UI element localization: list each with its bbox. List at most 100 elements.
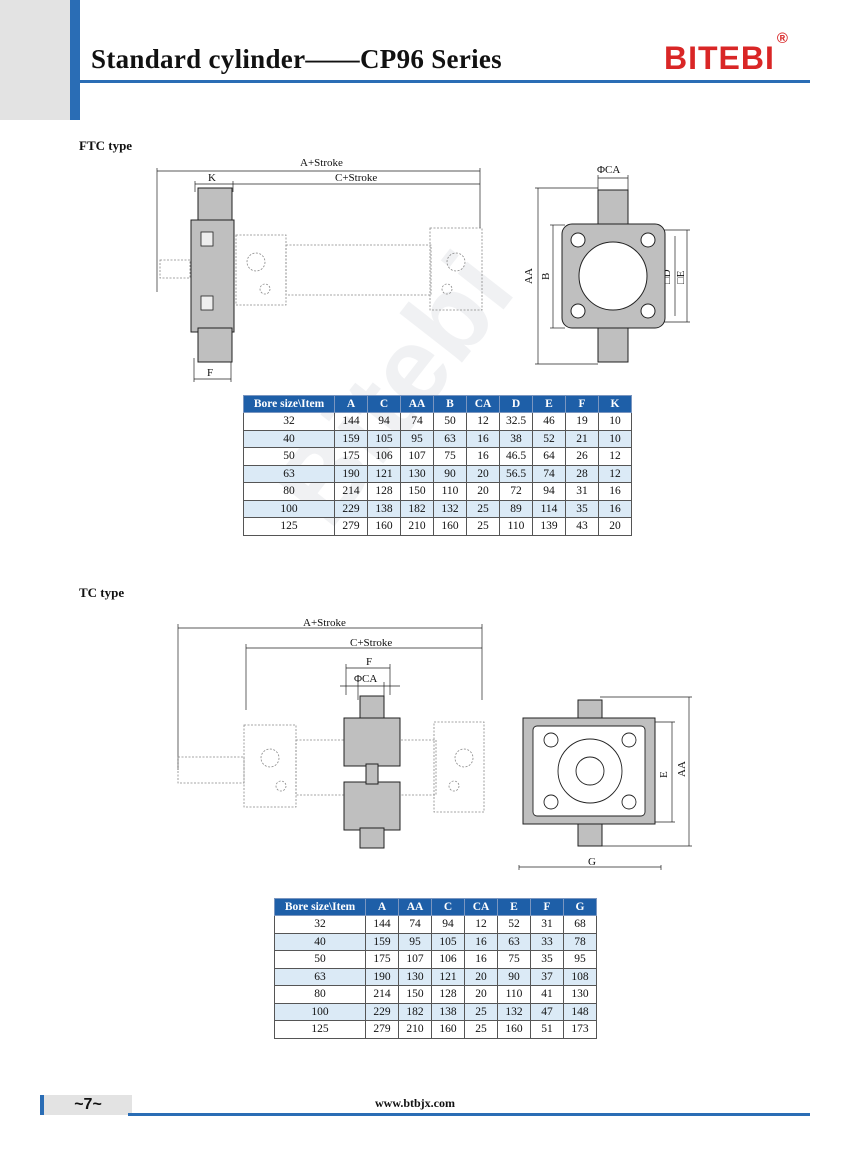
table-cell: 89 xyxy=(499,499,533,518)
table-cell: 74 xyxy=(398,915,432,934)
table-cell: 105 xyxy=(367,429,401,448)
table-cell: 25 xyxy=(464,1002,498,1021)
ftc-dim-a-stroke: A+Stroke xyxy=(300,157,343,169)
tc-col-header: AA xyxy=(398,898,432,916)
table-cell: 144 xyxy=(334,412,368,431)
tc-col-header: E xyxy=(497,898,531,916)
tc-col-header: Bore size\Item xyxy=(274,898,366,916)
table-cell: 41 xyxy=(530,985,564,1004)
table-cell: 12 xyxy=(598,447,632,466)
table-cell: 32.5 xyxy=(499,412,533,431)
tc-col-header: C xyxy=(431,898,465,916)
table-cell: 107 xyxy=(398,950,432,969)
table-cell: 16 xyxy=(464,932,498,951)
table-cell: 130 xyxy=(398,967,432,986)
ftc-col-header: D xyxy=(499,395,533,413)
table-cell: 110 xyxy=(433,482,467,501)
tc-dim-ca: ΦCA xyxy=(354,673,377,685)
table-cell: 52 xyxy=(497,915,531,934)
ftc-col-header: B xyxy=(433,395,467,413)
table-cell: 279 xyxy=(365,1020,399,1039)
ftc-side-view-drawing: A+Stroke C+Stroke K F ΦCA A xyxy=(156,157,690,382)
table-cell: 110 xyxy=(499,517,533,536)
table-cell: 25 xyxy=(464,1020,498,1039)
table-cell: 20 xyxy=(598,517,632,536)
table-cell-bore: 63 xyxy=(243,464,335,483)
table-cell: 95 xyxy=(398,932,432,951)
table-cell: 105 xyxy=(431,932,465,951)
table-cell: 20 xyxy=(464,985,498,1004)
table-cell: 33 xyxy=(530,932,564,951)
table-cell: 229 xyxy=(334,499,368,518)
table-cell: 128 xyxy=(431,985,465,1004)
ftc-dim-b: B xyxy=(540,273,552,280)
table-cell: 190 xyxy=(365,967,399,986)
table-cell: 130 xyxy=(400,464,434,483)
table-cell: 74 xyxy=(532,464,566,483)
table-cell: 12 xyxy=(598,464,632,483)
tc-col-header: G xyxy=(563,898,597,916)
table-cell: 173 xyxy=(563,1020,597,1039)
header-rule xyxy=(80,80,810,83)
table-cell: 20 xyxy=(464,967,498,986)
ftc-col-header: Bore size\Item xyxy=(243,395,335,413)
tc-dim-a-stroke: A+Stroke xyxy=(303,617,346,629)
tc-dim-g: G xyxy=(588,856,596,868)
tc-col-header: F xyxy=(530,898,564,916)
table-cell: 175 xyxy=(334,447,368,466)
table-cell: 78 xyxy=(563,932,597,951)
table-cell: 159 xyxy=(365,932,399,951)
table-cell: 121 xyxy=(431,967,465,986)
table-cell-bore: 80 xyxy=(274,985,366,1004)
table-cell: 214 xyxy=(365,985,399,1004)
table-cell: 182 xyxy=(398,1002,432,1021)
ftc-col-header: C xyxy=(367,395,401,413)
table-cell: 63 xyxy=(497,932,531,951)
table-cell: 210 xyxy=(398,1020,432,1039)
table-cell: 160 xyxy=(367,517,401,536)
table-cell-bore: 125 xyxy=(274,1020,366,1039)
table-cell: 47 xyxy=(530,1002,564,1021)
table-cell: 160 xyxy=(497,1020,531,1039)
ftc-col-header: A xyxy=(334,395,368,413)
tc-col-header: A xyxy=(365,898,399,916)
ftc-col-header: F xyxy=(565,395,599,413)
table-cell: 132 xyxy=(497,1002,531,1021)
tc-dim-aa: AA xyxy=(676,761,688,777)
ftc-dim-ca: ΦCA xyxy=(597,164,620,176)
table-cell-bore: 100 xyxy=(274,1002,366,1021)
registered-mark: ® xyxy=(776,30,788,48)
table-cell: 175 xyxy=(365,950,399,969)
table-cell: 75 xyxy=(497,950,531,969)
page-number: ~7~ xyxy=(40,1095,132,1115)
page-title: Standard cylinder——CP96 Series xyxy=(91,44,502,74)
header-accent-bar xyxy=(70,0,80,120)
tc-dim-c-stroke: C+Stroke xyxy=(350,637,392,649)
table-cell-bore: 100 xyxy=(243,499,335,518)
table-cell: 182 xyxy=(400,499,434,518)
table-cell: 144 xyxy=(365,915,399,934)
table-cell: 94 xyxy=(431,915,465,934)
table-cell: 95 xyxy=(563,950,597,969)
table-cell: 159 xyxy=(334,429,368,448)
table-cell-bore: 40 xyxy=(243,429,335,448)
table-cell: 25 xyxy=(466,499,500,518)
ftc-dim-aa: AA xyxy=(523,268,535,284)
ftc-col-header: K xyxy=(598,395,632,413)
ftc-col-header: E xyxy=(532,395,566,413)
table-cell: 16 xyxy=(464,950,498,969)
ftc-dim-e: □E xyxy=(675,270,687,284)
table-cell: 138 xyxy=(431,1002,465,1021)
